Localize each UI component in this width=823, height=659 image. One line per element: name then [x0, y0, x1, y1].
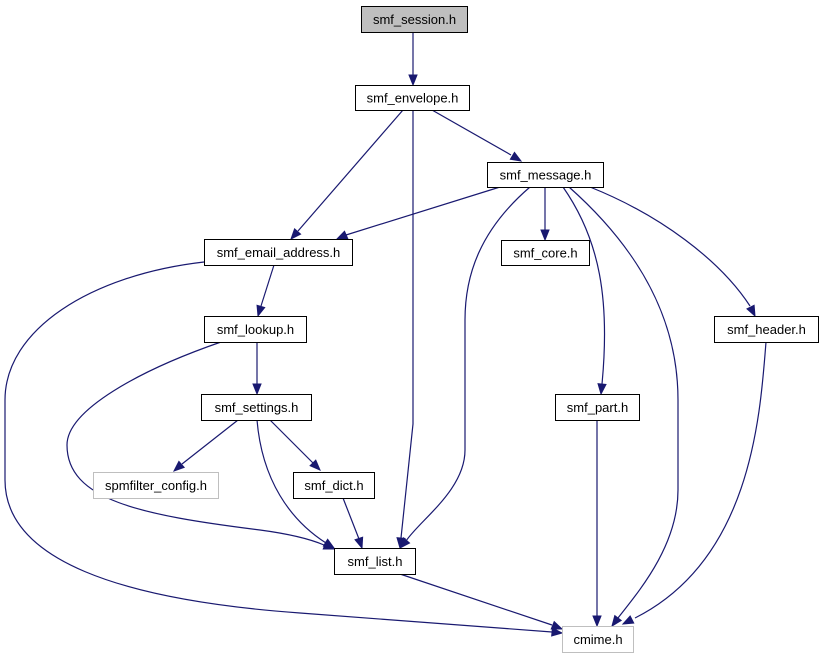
node-smf-lookup[interactable]: smf_lookup.h	[204, 316, 307, 343]
node-label: smf_message.h	[500, 168, 592, 183]
node-cmime: cmime.h	[562, 626, 634, 653]
node-label: smf_list.h	[348, 554, 403, 569]
node-box	[201, 394, 312, 421]
edge-smf_envelope-to-smf_message	[431, 109, 523, 162]
edge-smf_message-to-smf_core	[540, 187, 550, 242]
edge-smf_message-to-smf_email_address	[335, 186, 501, 240]
edge-smf_dict-to-smf_list	[342, 497, 364, 550]
arrowhead-icon	[399, 536, 411, 550]
edge-smf_settings-to-spmfilter_config	[172, 419, 239, 472]
node-box	[487, 162, 604, 188]
node-box	[714, 316, 819, 343]
edge-line	[181, 419, 239, 465]
arrowhead-icon	[592, 615, 602, 628]
edge-line	[342, 497, 360, 540]
arrowhead-icon	[509, 151, 523, 162]
node-smf-header[interactable]: smf_header.h	[714, 316, 819, 343]
arrowhead-icon	[540, 229, 550, 242]
node-smf-session[interactable]: smf_session.h	[361, 6, 468, 33]
arrowhead-icon	[354, 536, 364, 550]
edge-smf_settings-to-smf_dict	[269, 419, 321, 471]
edge-smf_message-to-smf_header	[589, 186, 756, 318]
node-label: cmime.h	[573, 632, 622, 647]
edge-smf_message-to-smf_list	[399, 186, 531, 550]
node-box	[501, 240, 590, 266]
edge-line	[405, 186, 531, 542]
arrowhead-icon	[408, 74, 418, 87]
edge-line	[256, 419, 327, 544]
arrowhead-icon	[621, 615, 635, 625]
node-label: smf_header.h	[727, 322, 806, 337]
node-smf-core[interactable]: smf_core.h	[501, 240, 590, 266]
edge-smf_header-to-cmime	[621, 341, 767, 625]
edge-smf_email_address-to-cmime	[4, 261, 564, 637]
arrowhead-icon	[309, 459, 321, 471]
node-label: smf_email_address.h	[217, 245, 341, 260]
node-label: smf_dict.h	[304, 478, 363, 493]
arrowhead-icon	[256, 304, 266, 318]
edge-line	[297, 109, 404, 232]
edge-smf_message-to-cmime	[568, 186, 679, 628]
arrowhead-icon	[252, 383, 262, 396]
edge-smf_email_address-to-smf_lookup	[256, 264, 275, 318]
edge-smf_part-to-cmime	[592, 420, 602, 628]
arrowhead-icon	[551, 627, 564, 637]
arrowhead-icon	[597, 383, 607, 396]
node-box	[355, 85, 470, 111]
edge-line	[399, 573, 553, 626]
node-smf-part[interactable]: smf_part.h	[555, 394, 640, 421]
arrowhead-icon	[611, 614, 623, 628]
edge-line	[345, 186, 501, 236]
edge-line	[431, 109, 512, 156]
edge-line	[4, 261, 553, 633]
edge-smf_message-to-smf_part	[562, 186, 607, 396]
arrowhead-icon	[290, 227, 302, 241]
node-label: smf_session.h	[373, 12, 456, 27]
node-box	[293, 472, 375, 499]
node-label: smf_lookup.h	[217, 322, 294, 337]
arrowhead-icon	[172, 460, 186, 472]
node-smf-settings[interactable]: smf_settings.h	[201, 394, 312, 421]
node-box	[361, 6, 468, 33]
nodes-layer: smf_session.h smf_envelope.h smf_message.h…	[93, 6, 819, 653]
edge-line	[562, 186, 606, 385]
node-smf-email-address[interactable]: smf_email_address.h	[204, 239, 353, 266]
node-box	[204, 239, 353, 266]
edge-line	[634, 341, 767, 619]
node-label: smf_envelope.h	[367, 91, 459, 106]
edge-smf_envelope-to-smf_email_address	[290, 109, 404, 241]
edge-line	[568, 186, 679, 619]
node-spmfilter-config: spmfilter_config.h	[93, 472, 219, 499]
arrowhead-icon	[550, 620, 564, 630]
node-label: smf_settings.h	[215, 400, 299, 415]
node-smf-dict[interactable]: smf_dict.h	[293, 472, 375, 499]
arrowhead-icon	[746, 304, 756, 318]
node-box	[334, 548, 416, 575]
node-label: smf_part.h	[567, 400, 628, 415]
edge-smf_session-to-smf_envelope	[408, 32, 418, 87]
edge-line	[269, 419, 314, 464]
edge-smf_lookup-to-smf_list	[66, 341, 336, 550]
edge-line	[260, 264, 275, 307]
node-smf-list[interactable]: smf_list.h	[334, 548, 416, 575]
node-smf-envelope[interactable]: smf_envelope.h	[355, 85, 470, 111]
edge-smf_envelope-to-smf_list	[396, 110, 414, 550]
node-label: spmfilter_config.h	[105, 478, 207, 493]
edge-smf_lookup-to-smf_settings	[252, 342, 262, 396]
node-smf-message[interactable]: smf_message.h	[487, 162, 604, 188]
edge-smf_list-to-cmime	[399, 573, 564, 630]
node-label: smf_core.h	[513, 246, 577, 261]
node-box	[204, 316, 307, 343]
node-box	[555, 394, 640, 421]
edge-line	[400, 110, 414, 539]
edge-line	[589, 186, 751, 307]
edge-smf_settings-to-smf_list	[256, 419, 336, 549]
node-box	[562, 626, 634, 653]
arrowhead-icon	[322, 538, 336, 549]
node-box	[93, 472, 219, 499]
edge-line	[66, 341, 325, 546]
edges-layer	[4, 32, 767, 637]
arrowhead-icon	[335, 230, 349, 240]
